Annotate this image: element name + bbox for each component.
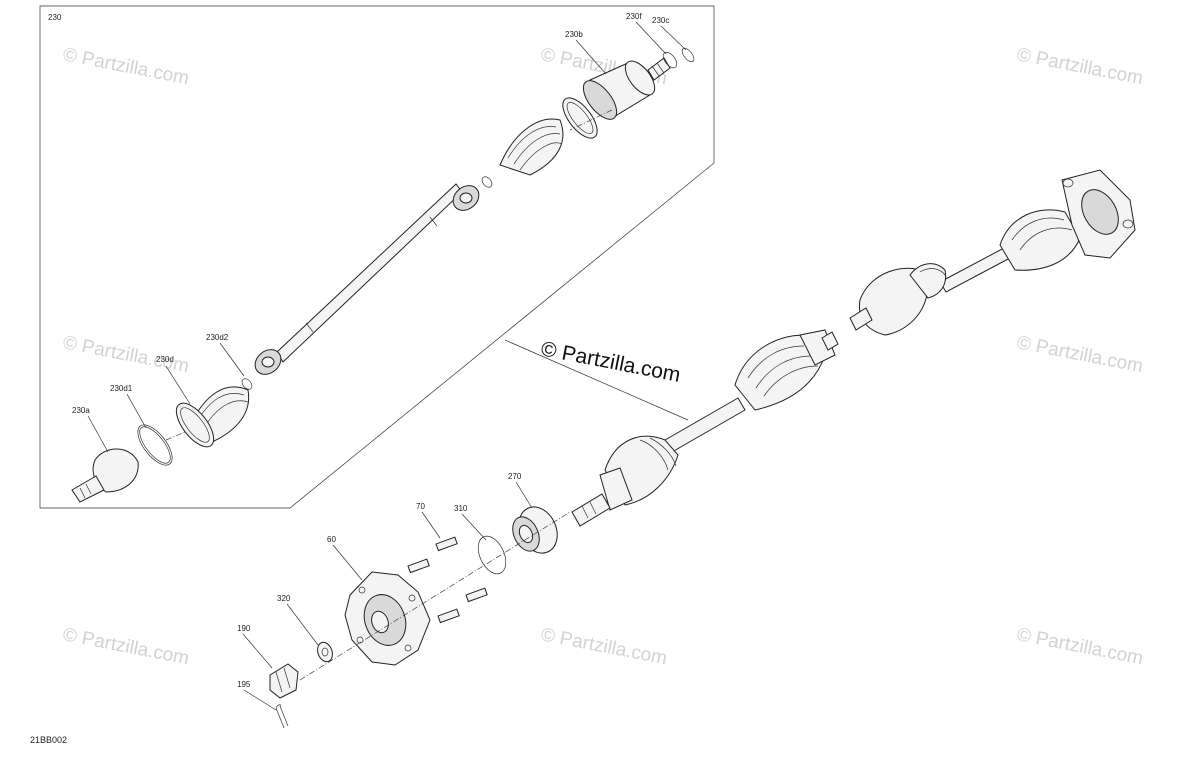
circlip-230c xyxy=(681,47,695,63)
outer-snap-ring xyxy=(241,378,253,390)
top-boot xyxy=(999,209,1081,271)
castle-nut xyxy=(269,663,299,699)
lower-stub-spline xyxy=(571,493,611,527)
inset-shaft-bar xyxy=(276,183,463,363)
bearing-circlip xyxy=(477,535,507,575)
watermark-main: © Partzilla.com xyxy=(539,337,682,387)
wheel-studs xyxy=(407,536,488,624)
callout-70: 70 xyxy=(416,502,425,511)
lower-cv-joint xyxy=(599,467,633,511)
boot-band-230d1 xyxy=(137,424,173,466)
inset-link-line xyxy=(504,339,689,421)
upper-boot-small xyxy=(909,263,947,299)
inner-stub-spline xyxy=(647,57,671,81)
hub-assembly xyxy=(269,506,571,729)
callout-230a: 230a xyxy=(72,406,90,415)
main-shaft-upper xyxy=(939,247,1011,293)
outer-tripod-hub xyxy=(261,356,275,368)
inner-boot-clamp xyxy=(562,97,598,139)
main-shaft-lower xyxy=(664,397,746,453)
watermark-bottom-right: © Partzilla.com xyxy=(1015,624,1145,669)
outer-cv-stub xyxy=(71,475,105,503)
callouts: 230a 230d1 230d 230d2 230b 230f 230c 270… xyxy=(72,12,669,689)
inner-boot xyxy=(499,118,564,176)
callout-230b: 230b xyxy=(565,30,583,39)
leader-lines xyxy=(87,21,687,711)
main-drive-shaft xyxy=(571,169,1136,527)
callout-230d2: 230d2 xyxy=(206,333,229,342)
inner-snap-ring xyxy=(481,176,493,188)
watermark-mid-right: © Partzilla.com xyxy=(1015,332,1145,377)
upper-housing-stub xyxy=(849,307,873,331)
outer-boot-clamp xyxy=(175,402,215,448)
circlip-230f xyxy=(662,51,678,69)
inner-tripod-hub xyxy=(459,192,473,204)
cotter-pin xyxy=(275,704,289,729)
callout-190: 190 xyxy=(237,624,251,633)
callout-195: 195 xyxy=(237,680,251,689)
callout-230c: 230c xyxy=(652,16,669,25)
watermark-top-left: © Partzilla.com xyxy=(61,44,191,89)
callout-60: 60 xyxy=(327,535,336,544)
callout-310: 310 xyxy=(454,504,468,513)
callout-230f: 230f xyxy=(626,12,642,21)
inset-half-shaft xyxy=(71,47,695,503)
callout-320: 320 xyxy=(277,594,291,603)
callout-270: 270 xyxy=(508,472,522,481)
inset-frame xyxy=(39,5,715,509)
watermark-top-right: © Partzilla.com xyxy=(1015,44,1145,89)
drawing-code: 21BB002 xyxy=(30,735,67,745)
hub-washer xyxy=(317,641,333,663)
callout-230d1: 230d1 xyxy=(110,384,133,393)
watermark-bottom-left: © Partzilla.com xyxy=(61,624,191,669)
watermark-bottom-center: © Partzilla.com xyxy=(539,624,669,669)
upper-joint-housing xyxy=(858,267,929,336)
callout-230d: 230d xyxy=(156,355,174,364)
inset-label: 230 xyxy=(48,13,62,22)
middle-stub xyxy=(821,331,839,351)
